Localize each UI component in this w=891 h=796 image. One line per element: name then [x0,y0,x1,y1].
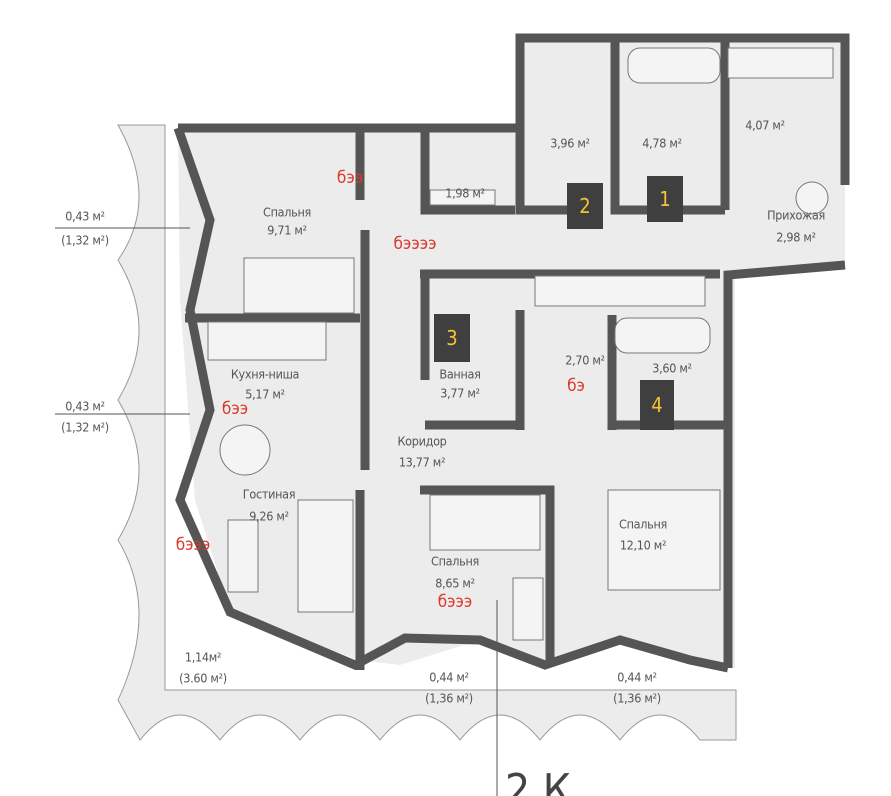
annotation: бэээ [437,592,473,612]
room-area: 2,70 м² [565,352,605,368]
dining-table [219,424,271,476]
room-area: 4,07 м² [745,117,785,133]
room-area: 2,98 м² [776,229,816,245]
room-area: 5,17 м² [245,386,285,402]
bed [243,257,355,314]
bathtub [614,317,711,354]
room-area: 4,78 м² [642,135,682,151]
room-name: Спальня [431,553,479,569]
room-name: Коридор [397,433,447,449]
annotation: бэ [567,376,585,396]
furniture [207,47,834,641]
balcony-total: (3.60 м²) [179,670,227,686]
room-name: Спальня [619,516,667,532]
balcony-total: (1,32 м²) [61,232,109,248]
room-area: 13,77 м² [398,454,446,470]
kitchen-counter [207,321,327,361]
balcony-area: 0,44 м² [617,669,657,685]
balcony-area [117,124,737,741]
marker-3: 3 [434,314,470,362]
balcony-total: (1,36 м²) [425,690,473,706]
room-area: 1,98 м² [445,185,485,201]
washing-machine [795,181,829,215]
room-area: 9,71 м² [267,222,307,238]
room-area: 8,65 м² [435,575,475,591]
room-name: Гостиная [242,486,296,502]
bed [607,489,721,591]
apartment-type-label: 2 К [505,765,571,796]
bathtub [627,47,721,84]
annotation: бээээ [393,234,437,254]
room-area: 3,60 м² [652,360,692,376]
balcony-total: (1,32 м²) [61,419,109,435]
tv-stand [227,519,259,593]
room-name: Кухня-ниша [230,366,300,382]
room-area: 3,96 м² [550,135,590,151]
storage-shelf [429,189,496,206]
marker-2: 2 [567,183,603,229]
wardrobe [534,275,706,307]
wardrobe [727,47,834,79]
room-name: Спальня [263,204,311,220]
annotation: бээ [221,399,249,419]
balcony-area: 0,44 м² [429,669,469,685]
annotation: бээ [336,168,364,188]
marker-4: 4 [640,380,674,430]
annotation: бэээ [175,535,211,555]
walls [173,33,850,673]
balcony-area: 0,43 м² [65,208,105,224]
room-area: 12,10 м² [619,537,667,553]
bed [429,494,541,551]
room-area: 9,26 м² [249,508,289,524]
balcony-area: 0,43 м² [65,398,105,414]
room-name: Прихожая [767,207,825,223]
wardrobe [512,577,544,641]
sofa [297,499,354,613]
balcony-total: (1,36 м²) [613,690,661,706]
marker-1: 1 [647,176,683,222]
balcony-area: 1,14м² [184,649,222,665]
room-area: 3,77 м² [440,385,480,401]
room-name: Ванная [439,366,481,382]
